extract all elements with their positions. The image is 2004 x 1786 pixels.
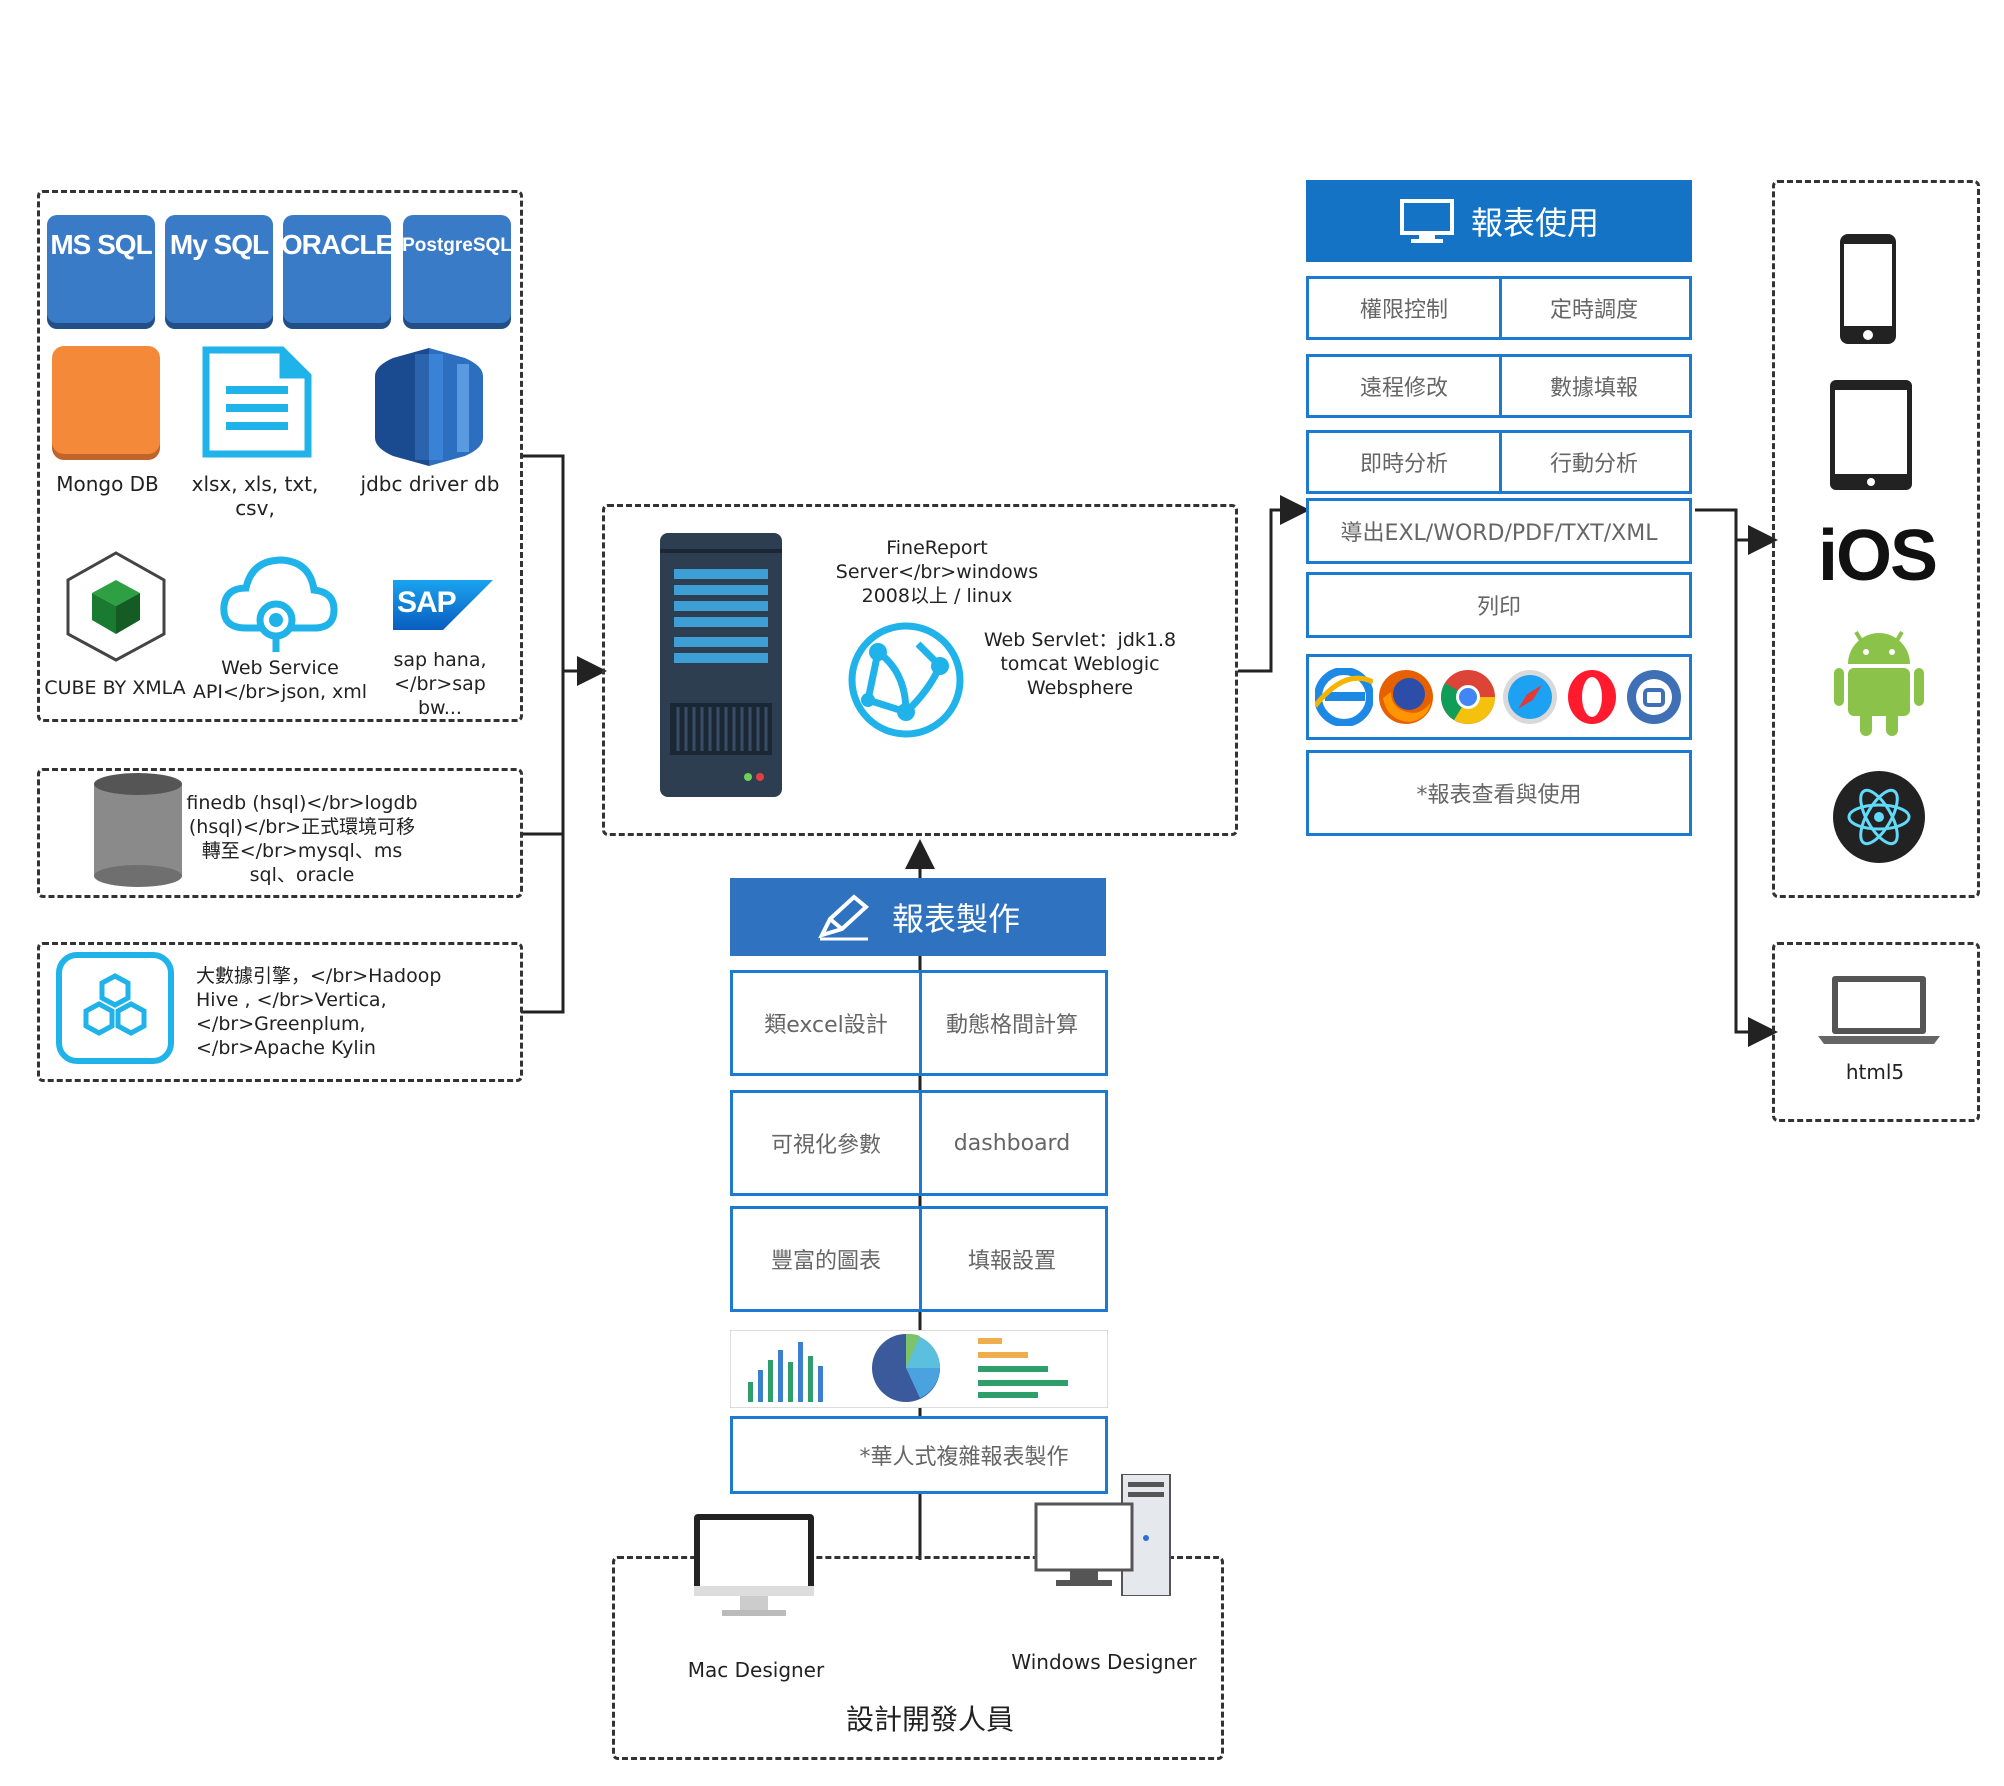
excel-like-design: 類excel設計 xyxy=(733,973,922,1073)
remote-modify: 遠程修改 xyxy=(1309,357,1502,415)
react-native-icon xyxy=(1833,771,1925,863)
windows-designer-label: Windows Designer xyxy=(1011,1650,1197,1674)
firefox-browser-icon xyxy=(1379,670,1433,724)
designers-panel xyxy=(612,1556,1224,1760)
sap-logo-text: SAP xyxy=(397,586,457,619)
chart-thumbnails xyxy=(730,1330,1108,1408)
datasources-panel xyxy=(37,190,523,722)
embedded-db-label: finedb (hsql)</br>logdb (hsql)</br>正式環境可… xyxy=(186,792,418,886)
making-row-2: 可視化參數 dashboard xyxy=(730,1090,1108,1196)
opera-browser-icon xyxy=(1568,670,1616,724)
server-panel xyxy=(602,504,1238,836)
pen-icon xyxy=(818,894,870,941)
bigdata-engine-icon xyxy=(56,952,174,1064)
ie-browser-icon xyxy=(1315,668,1373,726)
making-row-3: 豐富的圖表 填報設置 xyxy=(730,1206,1108,1312)
web-clients-panel xyxy=(1772,942,1980,1122)
cloud-webservice-icon xyxy=(220,556,338,652)
cube-icon xyxy=(66,551,166,662)
chrome-browser-icon xyxy=(1441,670,1495,724)
mssql-tile: MS SQL xyxy=(47,215,155,323)
making-row-1: 類excel設計 動態格間計算 xyxy=(730,970,1108,1076)
phone-icon xyxy=(1840,234,1896,344)
jdbc-database-icon xyxy=(375,348,483,466)
scheduled-tasks: 定時調度 xyxy=(1549,298,1638,323)
usage-row-1: 權限控制 定時調度 xyxy=(1306,276,1692,340)
entry-settings: 填報設置 xyxy=(967,1249,1056,1274)
print-box: 列印 xyxy=(1306,572,1692,638)
windows-pc-icon xyxy=(1034,1474,1171,1596)
making-header: 報表製作 xyxy=(730,878,1106,956)
laptop-icon xyxy=(1818,976,1940,1044)
monitor-icon xyxy=(1399,199,1454,243)
mongo-icon xyxy=(52,346,160,454)
maxthon-browser-icon xyxy=(1627,670,1681,724)
usage-header: 報表使用 xyxy=(1306,180,1692,262)
server-label: FineReport Server</br>windows 2008以上 / l… xyxy=(835,537,1039,607)
mobile-analysis: 行動分析 xyxy=(1549,452,1638,477)
mac-monitor-icon xyxy=(694,1514,814,1616)
document-icon xyxy=(202,346,312,458)
usage-title: 報表使用 xyxy=(1470,204,1599,242)
mysql-tile: My SQL xyxy=(165,215,273,323)
dynamic-cell-calc: 動態格間計算 xyxy=(945,1013,1078,1038)
rich-charts: 豐富的圖表 xyxy=(733,1209,922,1309)
android-icon xyxy=(1834,630,1924,736)
servlet-label: Web Servlet：jdk1.8 tomcat Weblogic Websp… xyxy=(983,629,1177,699)
jdbc-label: jdbc driver db xyxy=(360,472,500,496)
sap-logo: SAP xyxy=(393,580,493,630)
web-servlet-globe-icon xyxy=(848,622,964,738)
export-formats: 導出EXL/WORD/PDF/TXT/XML xyxy=(1306,498,1692,564)
bigdata-label: 大數據引擎，</br>Hadoop Hive , </br>Vertica, <… xyxy=(196,965,442,1059)
making-footer: *華人式複雜報表製作 xyxy=(730,1416,1108,1494)
designers-group-label: 設計開發人員 xyxy=(845,1703,1014,1736)
embedded-db-panel xyxy=(37,768,523,898)
making-title: 報表製作 xyxy=(891,900,1020,938)
server-tower-icon xyxy=(660,533,782,797)
cube-label: CUBE BY XMLA xyxy=(44,677,186,699)
usage-row-3: 即時分析 行動分析 xyxy=(1306,430,1692,494)
mobile-clients-panel xyxy=(1772,180,1980,898)
mac-designer-label: Mac Designer xyxy=(687,1658,825,1682)
hsql-cylinder-icon xyxy=(94,773,182,887)
files-label: xlsx, xls, txt, csv, xyxy=(191,472,319,520)
browser-icons-row xyxy=(1306,654,1692,740)
tablet-icon xyxy=(1830,380,1912,490)
bigdata-panel xyxy=(37,942,523,1082)
html5-label: html5 xyxy=(1845,1060,1905,1084)
data-entry: 數據填報 xyxy=(1549,376,1638,401)
realtime-analysis: 即時分析 xyxy=(1309,433,1502,491)
usage-footer: *報表查看與使用 xyxy=(1306,750,1692,836)
postgresql-tile: PostgreSQL xyxy=(402,215,512,323)
webservice-label: Web Service API</br>json, xml xyxy=(192,657,368,703)
visual-parameters: 可視化參數 xyxy=(733,1093,922,1193)
permission-control: 權限控制 xyxy=(1309,279,1502,337)
oracle-tile: ORACLE xyxy=(281,215,394,323)
dashboard-feature: dashboard xyxy=(953,1130,1071,1156)
sap-label: sap hana,</br>sap bw... xyxy=(393,649,487,719)
safari-browser-icon xyxy=(1503,670,1557,724)
mongo-label: Mongo DB xyxy=(56,472,159,496)
ios-label: iOS xyxy=(1817,516,1938,596)
usage-row-2: 遠程修改 數據填報 xyxy=(1306,354,1692,418)
